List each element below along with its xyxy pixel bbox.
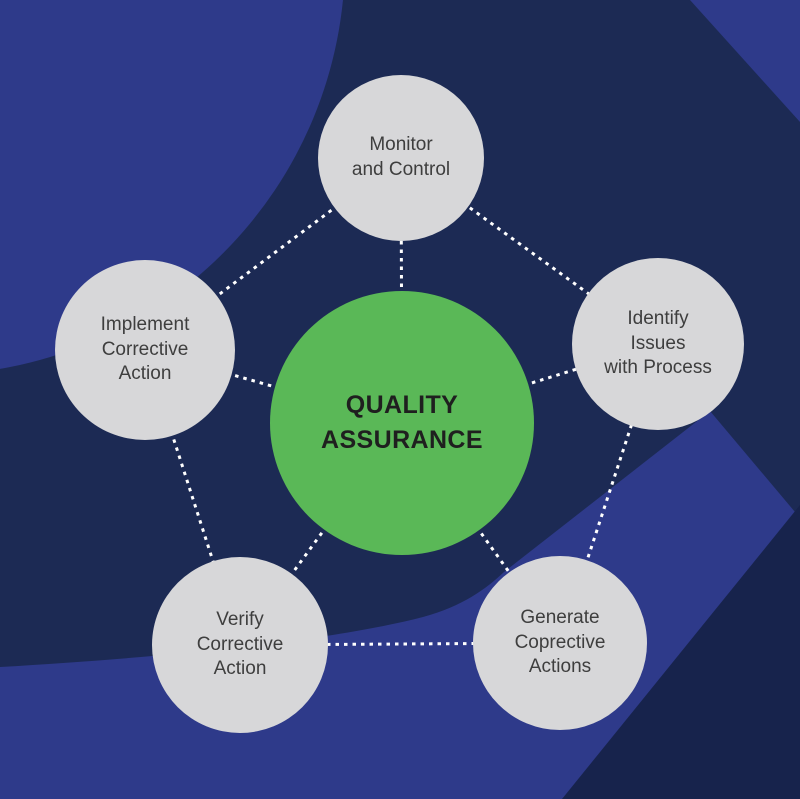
node-label: Monitor and Control — [351, 134, 451, 180]
node-label: Identify Issues with Process — [604, 307, 712, 379]
node-monitor-and-control: Monitor and Control — [318, 75, 484, 241]
node-label: Verify Corrective Action — [196, 608, 284, 680]
node-identify-issues-with-process: Identify Issues with Process — [572, 258, 744, 430]
background-bottom-right-triangle — [562, 505, 800, 799]
background-top-left-blob — [0, 0, 343, 369]
node-implement-corrective-action: Implement Corrective Action — [55, 260, 235, 440]
node-label: Generate Coprective Actions — [514, 606, 606, 678]
center-node-label: QUALITY ASSURANCE — [321, 391, 483, 454]
center-node-quality-assurance: QUALITY ASSURANCE — [270, 291, 534, 555]
node-generate-coprective-actions: Generate Coprective Actions — [473, 556, 647, 730]
node-label: Implement Corrective Action — [100, 313, 190, 385]
node-verify-corrective-action: Verify Corrective Action — [152, 557, 328, 733]
background-top-right-triangle — [690, 0, 800, 122]
